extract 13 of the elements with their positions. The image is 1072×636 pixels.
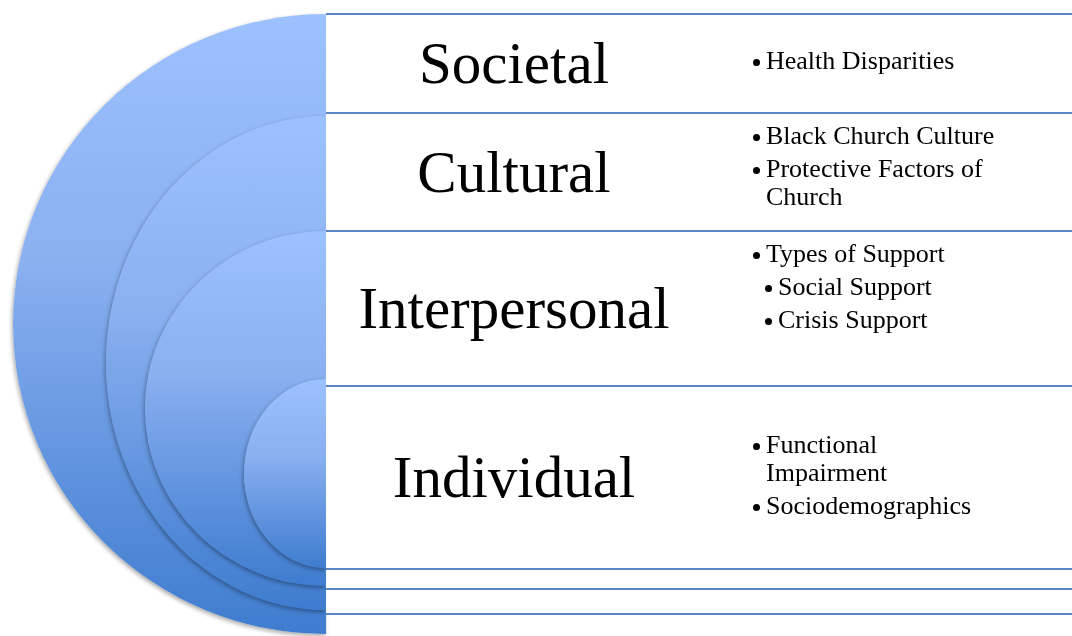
level-heading: Cultural bbox=[416, 139, 612, 205]
level-heading: Individual bbox=[391, 445, 637, 510]
bullet-item: Crisis Support bbox=[778, 306, 929, 334]
bullet-item: Health Disparities bbox=[766, 47, 956, 75]
level-heading: Interpersonal bbox=[357, 276, 671, 341]
bullet-item: Sociodemographics bbox=[766, 491, 973, 520]
bullet-item: Social Support bbox=[778, 273, 933, 301]
bullet-item: Black Church Culture bbox=[766, 122, 996, 150]
level-heading: Societal bbox=[417, 31, 611, 96]
bullet-item: Types of Support bbox=[766, 240, 946, 268]
bullet-item: Functional Impairment bbox=[766, 430, 889, 487]
empty-band bbox=[326, 588, 1072, 615]
bullet-item: Protective Factors of Church bbox=[766, 155, 984, 211]
